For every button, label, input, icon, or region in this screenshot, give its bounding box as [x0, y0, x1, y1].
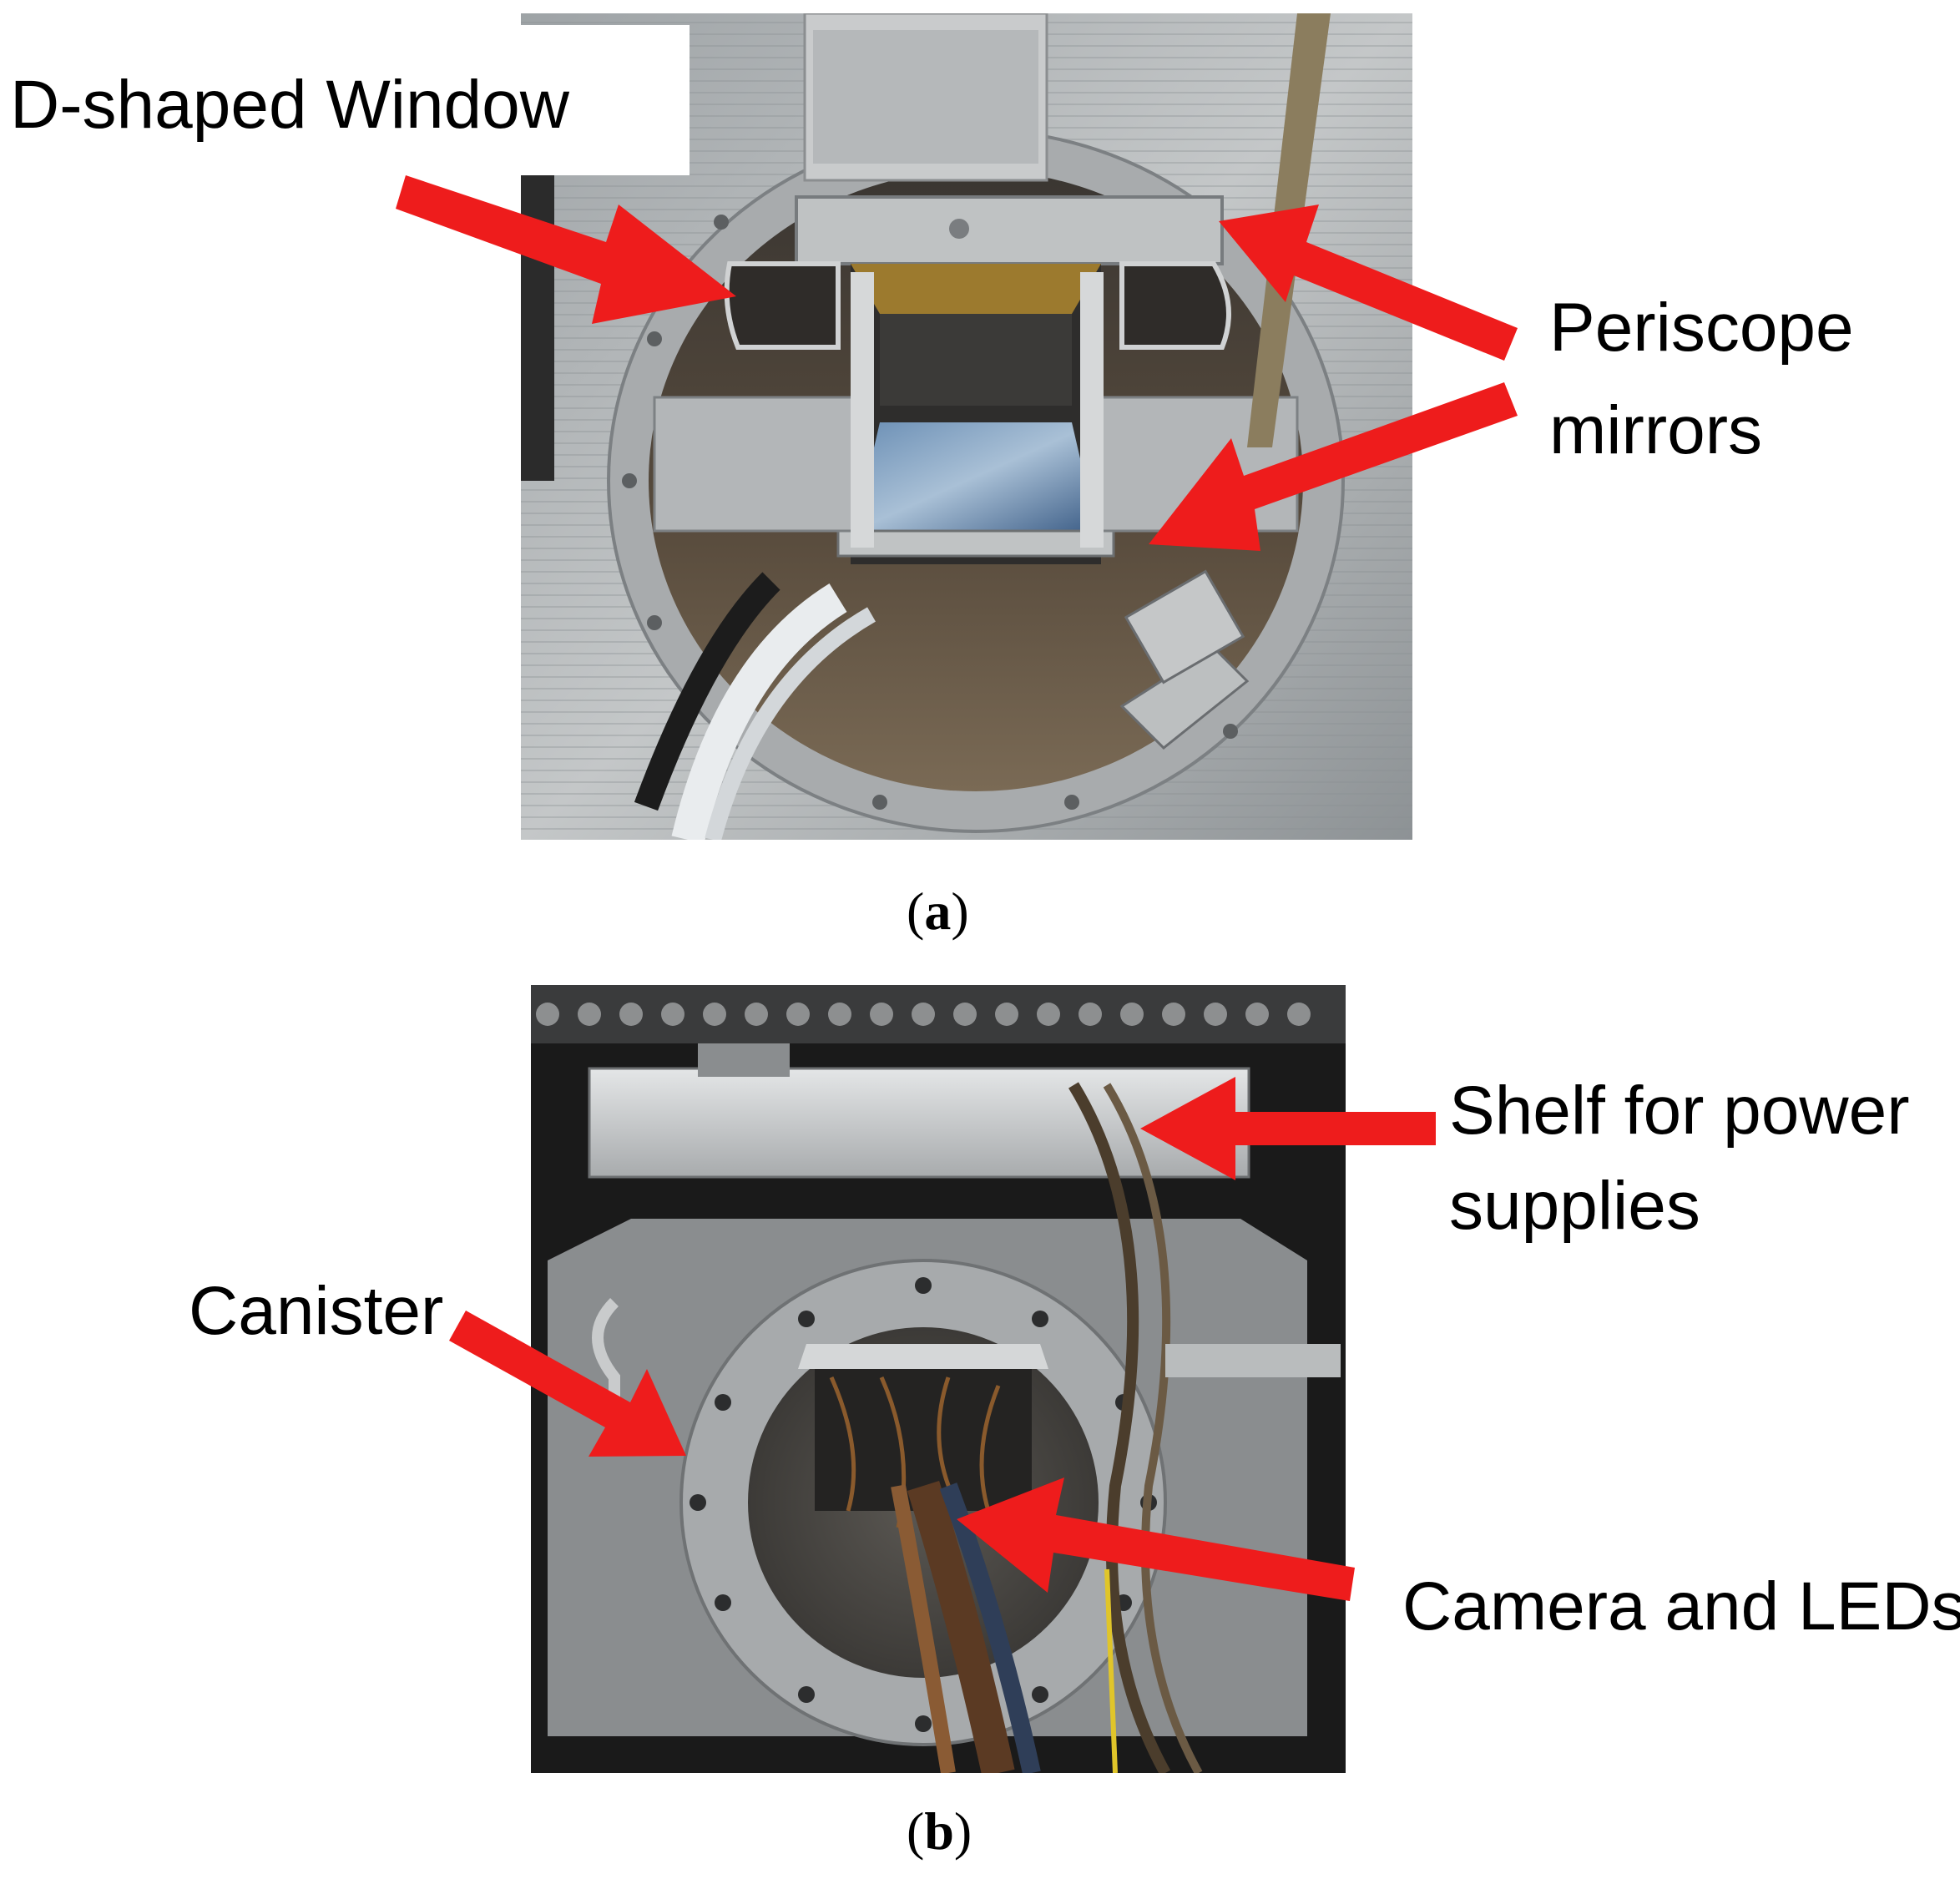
shelf-label-line1: Shelf for power: [1449, 1073, 1910, 1149]
caption-a: (a): [907, 881, 969, 941]
canister-photo: [531, 985, 1346, 1773]
caption-a-letter: a: [924, 881, 952, 941]
caption-b: (b): [907, 1801, 972, 1861]
periscope-label-line1: Periscope: [1549, 290, 1854, 366]
d-shaped-window-label: D-shaped Window: [10, 67, 569, 143]
d-shaped-window-label-box: [0, 25, 690, 175]
camera-leds-label: Camera and LEDs: [1402, 1568, 1960, 1644]
photo-panel-b: [531, 985, 1346, 1773]
periscope-label-line2: mirrors: [1549, 392, 1763, 468]
caption-b-letter: b: [924, 1801, 954, 1861]
canister-label: Canister: [189, 1273, 444, 1349]
shelf-label-line2: supplies: [1449, 1168, 1700, 1244]
